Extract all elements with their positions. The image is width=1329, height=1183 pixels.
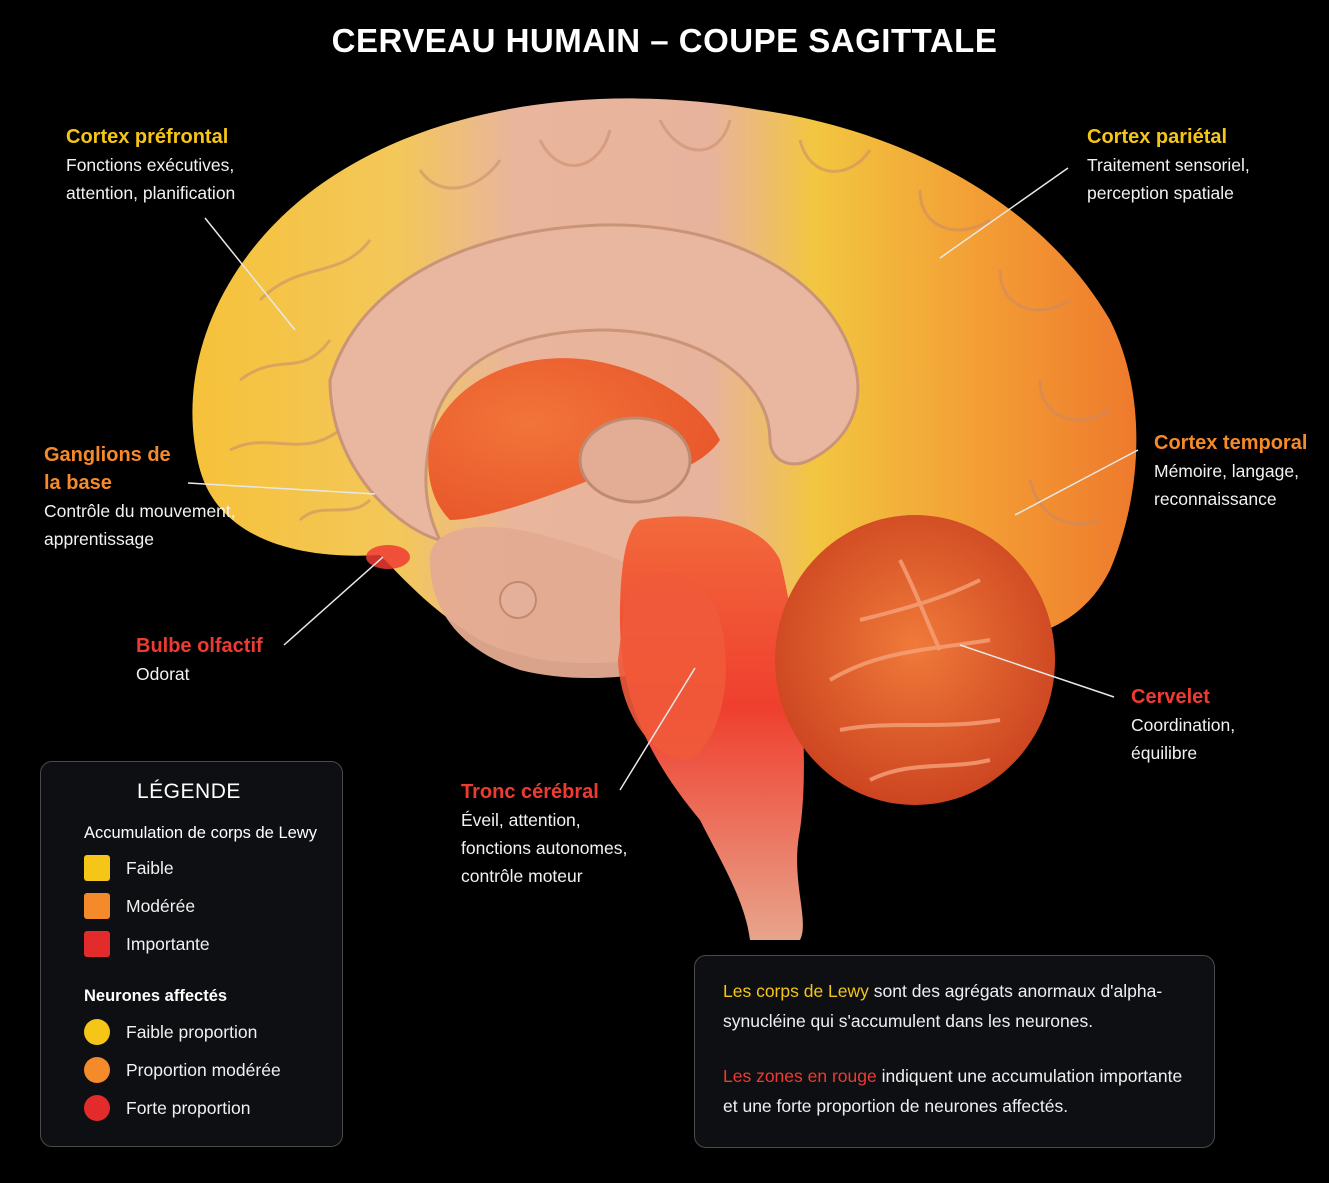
legend-item-moderate: Modérée [84,893,195,919]
pons-shape [618,572,726,760]
leader-line-olfactory [283,556,384,646]
legend-section-lewy: Accumulation de corps de Lewy [84,824,317,842]
legend-item-low: Faible [84,855,174,881]
info-text-1: sont des agrégats anormaux d'alpha-synuc… [723,981,1163,1031]
label-prefrontal: Cortex préfrontal Fonctions exécutives, … [66,123,235,207]
legend-neuron-low: Faible proportion [84,1019,257,1045]
leader-line-basal-ganglia [187,482,376,495]
dot-orange [84,1057,110,1083]
label-brainstem: Tronc cérébral Éveil, attention, fonctio… [461,778,627,890]
legend-item-label: Importante [126,933,210,954]
legend-item-label: Faible proportion [126,1021,258,1042]
label-parietal-name: Cortex pariétal [1087,126,1228,148]
legend-section-neurons: Neurones affectés [84,987,228,1005]
corpus-callosum-shape [328,223,860,543]
legend-item-label: Forte proportion [126,1097,251,1118]
leader-line-temporal [1014,449,1139,516]
legend-item-label: Modérée [126,895,196,916]
label-brainstem-name: Tronc cérébral [461,781,599,803]
label-basal-ganglia: Ganglions de la base Contrôle du mouveme… [44,441,236,553]
swatch-red [84,931,110,957]
info-paragraph-2: Les zones en rouge indiquent une accumul… [723,1061,1186,1121]
legend-item-high: Importante [84,931,210,957]
leader-line-cerebellum [959,644,1115,698]
label-cerebellum: Cervelet Coordination, équilibre [1131,683,1235,767]
pituitary-shape [499,581,537,619]
legend-title: LÉGENDE [137,780,241,803]
info-highlight-red: Les zones en rouge [723,1066,877,1086]
legend-neuron-high: Forte proportion [84,1095,251,1121]
dot-red [84,1095,110,1121]
page-title: CERVEAU HUMAIN – COUPE SAGITTALE [331,22,998,59]
info-highlight-lewy: Les corps de Lewy [723,981,869,1001]
swatch-yellow [84,855,110,881]
label-brainstem-desc: Éveil, attention, fonctions autonomes, c… [461,810,628,886]
label-parietal: Cortex pariétal Traitement sensoriel, pe… [1087,123,1250,207]
label-temporal-name: Cortex temporal [1154,432,1308,454]
leader-line-brainstem [619,667,696,791]
legend-item-label: Proportion modérée [126,1059,281,1080]
label-temporal: Cortex temporal Mémoire, langage, reconn… [1154,429,1307,513]
label-parietal-desc: Traitement sensoriel, perception spatial… [1087,155,1250,203]
label-olfactory-desc: Odorat [136,664,190,684]
cerebellum-shape [775,515,1055,805]
label-olfactory-name: Bulbe olfactif [136,635,263,657]
leader-line-prefrontal [204,217,296,331]
label-olfactory: Bulbe olfactif Odorat [136,632,263,688]
label-basal-ganglia-name: Ganglions de la base [44,444,171,494]
leader-line-parietal [939,167,1069,259]
label-prefrontal-name: Cortex préfrontal [66,126,229,148]
label-temporal-desc: Mémoire, langage, reconnaissance [1154,461,1299,509]
info-paragraph-1: Les corps de Lewy sont des agrégats anor… [723,976,1186,1036]
thalamus-shape [578,416,692,504]
legend-neuron-moderate: Proportion modérée [84,1057,281,1083]
label-prefrontal-desc: Fonctions exécutives, attention, planifi… [66,155,236,203]
legend-panel: LÉGENDE Accumulation de corps de Lewy Fa… [40,761,343,1147]
info-box: Les corps de Lewy sont des agrégats anor… [694,955,1215,1148]
label-basal-ganglia-desc: Contrôle du mouvement, apprentissage [44,501,236,549]
label-cerebellum-desc: Coordination, équilibre [1131,715,1236,763]
legend-item-label: Faible [126,857,174,878]
label-cerebellum-name: Cervelet [1131,686,1210,708]
info-text-2: indiquent une accumulation importante et… [723,1066,1183,1116]
dot-yellow [84,1019,110,1045]
swatch-orange [84,893,110,919]
